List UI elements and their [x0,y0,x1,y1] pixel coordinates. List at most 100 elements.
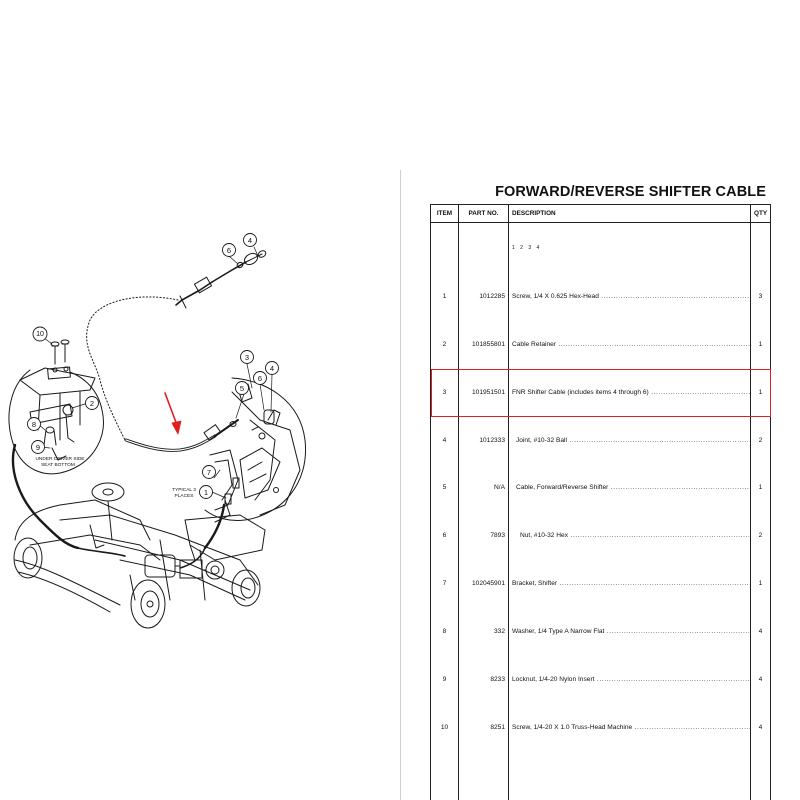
callout-9 [31,440,45,454]
part-number: 1012285 [458,272,509,321]
header-description: DESCRIPTION [508,204,751,223]
quantity: 3 [758,292,763,300]
panel-divider [400,170,401,800]
table-filler-row [430,752,771,800]
callout-label-4-lower: 4 [270,364,274,373]
callout-7 [202,465,216,479]
part-number: 8251 [458,704,509,752]
part-number: 101855801 [458,320,509,369]
shifter-cable [124,419,239,452]
quantity: 2 [758,532,763,540]
part-description: Joint, #10-32 Ball .....................… [508,416,751,465]
quantity: 4 [758,628,763,636]
indent-key-row: 1 2 3 4 [430,222,771,273]
part-description: Cable, Forward/Reverse Shifter .........… [508,464,751,513]
callout-label-6-lower: 6 [258,374,262,383]
part-description: Screw, 1/4-20 X 1.0 Truss-Head Machine .… [508,704,751,752]
parts-list-panel: FORWARD/REVERSE SHIFTER CABLE ITEM PART … [430,184,771,800]
quantity: 1 [758,484,763,492]
callout-4-lower [265,361,279,375]
part-number: 102045901 [458,560,509,609]
callout-6-lower [253,371,267,385]
part-description: Bracket, Shifter .......................… [508,560,751,609]
part-description: Nut, #10-32 Hex ........................… [508,512,751,561]
header-qty: QTY [750,204,771,223]
callout-3 [240,350,254,364]
cable-routing-path [86,296,179,441]
dot-leader: ........................................… [634,724,750,732]
part-number: N/A [458,464,509,513]
table-header-row: ITEM PART NO. DESCRIPTION QTY [430,204,771,223]
under-seat-note-line2: SEAT BOTTOM [41,462,75,468]
item-number: 8 [430,608,459,657]
dot-leader: ........................................… [606,628,751,636]
dot-leader: ........................................… [651,388,751,396]
item-number: 5 [430,464,459,513]
item-number: 10 [430,704,459,752]
part-description: Washer, 1/4 Type A Narrow Flat .........… [508,608,751,657]
upper-cable-end [175,250,267,309]
callout-label-4-upper: 4 [248,236,252,245]
dot-leader: ........................................… [569,436,751,444]
part-description: FNR Shifter Cable (includes items 4 thro… [508,368,751,417]
quantity: 1 [758,580,763,588]
item-number: 2 [430,320,459,369]
callout-4-upper [243,233,257,247]
item-number: 3 [430,368,459,417]
indent-key: 1 2 3 4 [508,222,751,273]
callout-label-2: 2 [90,399,94,408]
detail-leader-lines [11,443,226,550]
part-number: 7893 [458,512,509,561]
header-part-no: PART NO. [458,204,509,223]
part-number: 8233 [458,656,509,705]
dot-leader: ........................................… [559,580,750,588]
part-number: 1012333 [458,416,509,465]
part-description: Screw, 1/4 X 0.625 Hex-Head ............… [508,272,751,321]
dot-leader: ........................................… [610,484,751,492]
callout-label-3: 3 [245,353,249,362]
pointer-arrow [164,392,182,435]
typical-note-line2: PLACES [175,493,194,499]
callout-label-1: 1 [204,488,208,497]
shifter-detail-view [204,377,307,523]
header-item: ITEM [430,204,459,223]
item-number: 1 [430,272,459,321]
callout-6-upper [222,243,236,257]
dot-leader: ........................................… [601,292,750,300]
under-seat-detail-view [8,339,104,475]
quantity: 1 [758,388,763,396]
part-number: 332 [458,608,509,657]
dot-leader: ........................................… [558,340,751,348]
quantity: 4 [758,676,763,684]
dot-leader: ........................................… [596,676,751,684]
item-number: 7 [430,560,459,609]
callout-5 [235,381,249,395]
callout-8 [27,417,41,431]
callout-label-5: 5 [240,384,244,393]
callout-label-10: 10 [36,331,44,338]
callout-10 [32,326,48,342]
quantity: 2 [758,436,763,444]
callout-label-8: 8 [32,420,36,429]
typical-note-line1: TYPICAL 3 [172,487,196,493]
quantity: 4 [758,724,763,732]
callout-label-6-upper: 6 [227,246,231,255]
item-number: 9 [430,656,459,705]
dot-leader: ........................................… [570,532,751,540]
golf-cart-illustration [13,482,266,629]
section-title: FORWARD/REVERSE SHIFTER CABLE [495,184,766,200]
part-number: 101951501 [458,368,509,417]
callout-label-7: 7 [207,468,211,477]
part-description: Locknut, 1/4-20 Nylon Insert ...........… [508,656,751,705]
callout-2 [85,396,99,410]
